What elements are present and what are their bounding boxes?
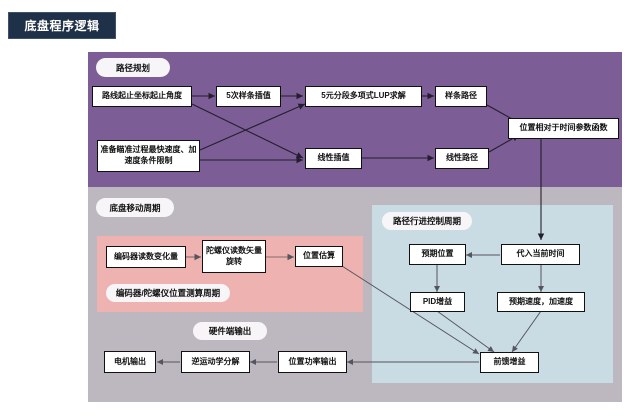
section-label-chassis-move-cycle: 底盘移动周期 bbox=[96, 198, 174, 217]
node-encoder-delta[interactable]: 编码器读数变化量 bbox=[106, 246, 186, 268]
section-label-path-planning: 路径规划 bbox=[96, 58, 170, 77]
node-expected-position[interactable]: 预期位置 bbox=[409, 244, 466, 265]
section-label-path-travel-control-cycle: 路径行进控制周期 bbox=[382, 212, 472, 230]
node-feedforward-gain[interactable]: 前馈增益 bbox=[480, 352, 539, 373]
node-quintic-spline[interactable]: 5次样条插值 bbox=[216, 86, 281, 107]
node-linear-interp[interactable]: 线性插值 bbox=[305, 148, 362, 169]
node-expected-speed-accel[interactable]: 预期速度，加速度 bbox=[497, 292, 585, 312]
node-route-start-end[interactable]: 路线起止坐标起止角度 bbox=[92, 86, 192, 107]
node-piecewise-poly-lup[interactable]: 5元分段多项式LUP求解 bbox=[305, 86, 422, 107]
section-label-hardware-output: 硬件端输出 bbox=[193, 322, 267, 340]
page-title: 底盘程序逻辑 bbox=[8, 12, 116, 39]
section-label-encoder-gyro-cycle: 编码器/陀螺仪位置测算周期 bbox=[106, 284, 230, 302]
node-position-power-output[interactable]: 位置功率输出 bbox=[278, 351, 347, 373]
node-gyro-vector-rotate[interactable]: 陀螺仪读数矢量旋转 bbox=[202, 240, 266, 273]
node-motor-output[interactable]: 电机输出 bbox=[104, 351, 156, 373]
node-pos-time-func[interactable]: 位置相对于时间参数函数 bbox=[508, 118, 619, 139]
node-aim-constraints[interactable]: 准备瞄准过程最快速度、加速度条件限制 bbox=[97, 140, 200, 172]
node-position-estimate[interactable]: 位置估算 bbox=[295, 246, 343, 267]
node-spline-path[interactable]: 样条路径 bbox=[435, 86, 487, 107]
node-substitute-current-time[interactable]: 代入当前时间 bbox=[501, 244, 580, 265]
node-linear-path[interactable]: 线性路径 bbox=[435, 148, 489, 169]
node-pid-gain[interactable]: PID增益 bbox=[410, 292, 465, 312]
node-inverse-kinematics[interactable]: 逆运动学分解 bbox=[181, 351, 250, 373]
